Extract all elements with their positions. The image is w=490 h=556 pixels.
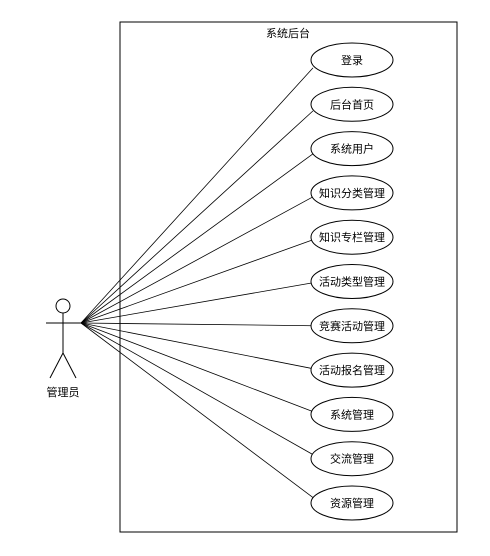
system-title: 系统后台 [266, 26, 310, 40]
use-case: 系统管理 [310, 396, 394, 432]
use-case-label: 活动类型管理 [319, 275, 385, 289]
use-case-ellipse [310, 308, 394, 344]
actor-head [55, 298, 71, 314]
use-cases: 登录后台首页系统用户知识分类管理知识专栏管理活动类型管理竞赛活动管理活动报名管理… [310, 42, 394, 521]
actor-right-leg [62, 352, 77, 379]
associations [80, 67, 314, 498]
actor-name: 管理员 [47, 385, 80, 399]
use-case-label: 竞赛活动管理 [319, 319, 385, 333]
use-case: 活动类型管理 [310, 264, 394, 299]
association-line [80, 67, 314, 324]
use-case-ellipse [310, 86, 394, 122]
use-case: 交流管理 [310, 441, 394, 477]
use-case: 活动报名管理 [310, 352, 394, 388]
use-case-label: 后台首页 [330, 97, 374, 111]
system-boundary [119, 21, 458, 533]
association-line [80, 239, 314, 324]
use-case: 知识专栏管理 [310, 219, 394, 255]
use-case: 系统用户 [310, 131, 394, 167]
association-line [80, 322, 314, 327]
use-case-ellipse [310, 396, 394, 432]
association-line [80, 322, 314, 455]
association-line [80, 322, 314, 498]
association-line [80, 322, 314, 370]
association-line [80, 322, 314, 413]
use-case: 竞赛活动管理 [310, 308, 394, 344]
association-line [80, 282, 314, 324]
actor-left-leg [49, 352, 64, 379]
use-case: 知识分类管理 [310, 175, 394, 211]
use-case-label: 系统用户 [330, 142, 374, 156]
association-line [80, 196, 314, 324]
use-case-ellipse [310, 42, 394, 78]
use-case-ellipse [310, 441, 394, 477]
actor-figure [46, 298, 81, 379]
use-case-label: 资源管理 [330, 496, 374, 510]
association-line [80, 153, 314, 324]
use-case-ellipse [310, 264, 394, 299]
use-case-ellipse [310, 219, 394, 255]
use-case: 登录 [310, 42, 394, 78]
use-case: 后台首页 [310, 86, 394, 122]
use-case-ellipse [310, 175, 394, 211]
use-case-label: 登录 [341, 53, 363, 67]
association-line [80, 110, 314, 324]
use-case-label: 系统管理 [330, 407, 374, 421]
use-case-ellipse [310, 485, 394, 521]
use-case-label: 交流管理 [330, 452, 374, 466]
use-case-ellipse [310, 131, 394, 167]
use-case-label: 活动报名管理 [319, 363, 385, 377]
use-case-label: 知识分类管理 [319, 186, 385, 200]
use-case-ellipse [310, 352, 394, 388]
use-case: 资源管理 [310, 485, 394, 521]
use-case-label: 知识专栏管理 [319, 230, 385, 244]
